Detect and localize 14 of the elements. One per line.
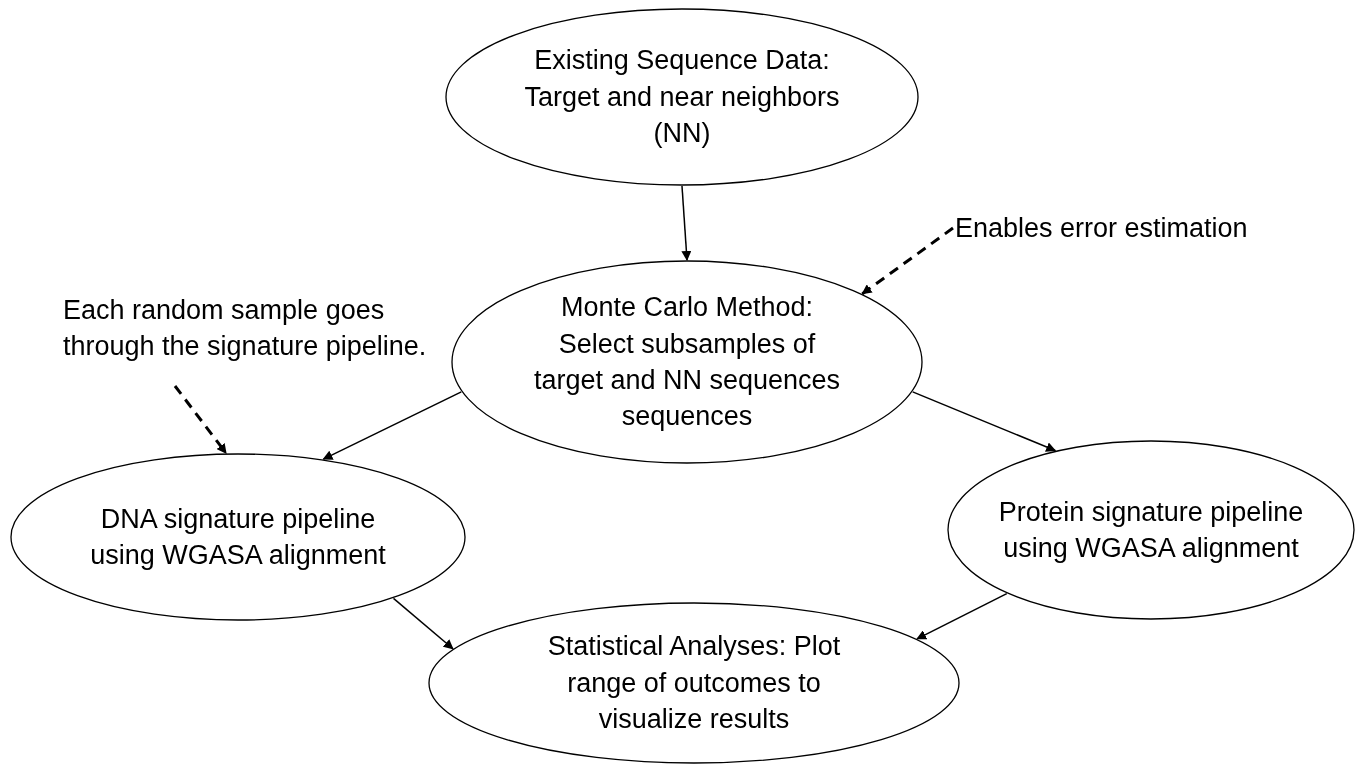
node-label: Monte Carlo Method: Select subsamples of target and NN sequences sequences [532,291,842,434]
arrow [392,597,454,650]
arrow [681,185,692,261]
annotation-text: Each random sample goes through the signature pipeline. [63,293,428,363]
arrow [322,391,463,460]
node-label: Statistical Analyses: Plot range of outcomes to visualize results [546,630,842,737]
dashed-arrow [861,226,954,295]
node-label: Protein signature pipeline using WGASA alignment [997,495,1305,565]
dashed-arrow [173,385,228,455]
arrow [911,391,1057,452]
annotation-text: Enables error estimation [955,211,1248,245]
node-label: Existing Sequence Data: Target and near neighbors (NN) [523,44,841,151]
node-label: DNA signature pipeline using WGASA alignment [89,502,387,572]
arrow [916,592,1008,640]
